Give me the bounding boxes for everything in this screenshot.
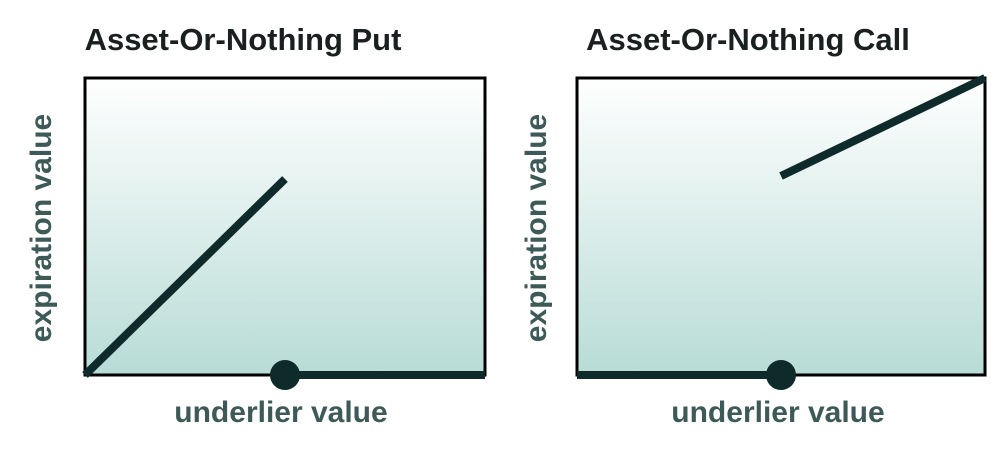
strike-marker <box>270 360 300 390</box>
plot-frame <box>575 76 987 377</box>
plot-area <box>575 74 987 390</box>
chart-panel-call: Asset-Or-Nothing Call expiration value u… <box>500 0 1000 460</box>
plot-frame <box>83 76 487 377</box>
payoff-line-1 <box>82 176 288 378</box>
x-axis-label: underlier value <box>671 396 885 429</box>
chart-title: Asset-Or-Nothing Call <box>586 22 910 57</box>
strike-marker <box>766 360 796 390</box>
chart-panel-put: Asset-Or-Nothing Put expiration value un… <box>25 22 487 429</box>
payoff-line-1 <box>779 74 987 180</box>
plot-area <box>82 76 487 390</box>
chart-title: Asset-Or-Nothing Put <box>84 22 402 57</box>
x-axis-label: underlier value <box>174 396 388 429</box>
